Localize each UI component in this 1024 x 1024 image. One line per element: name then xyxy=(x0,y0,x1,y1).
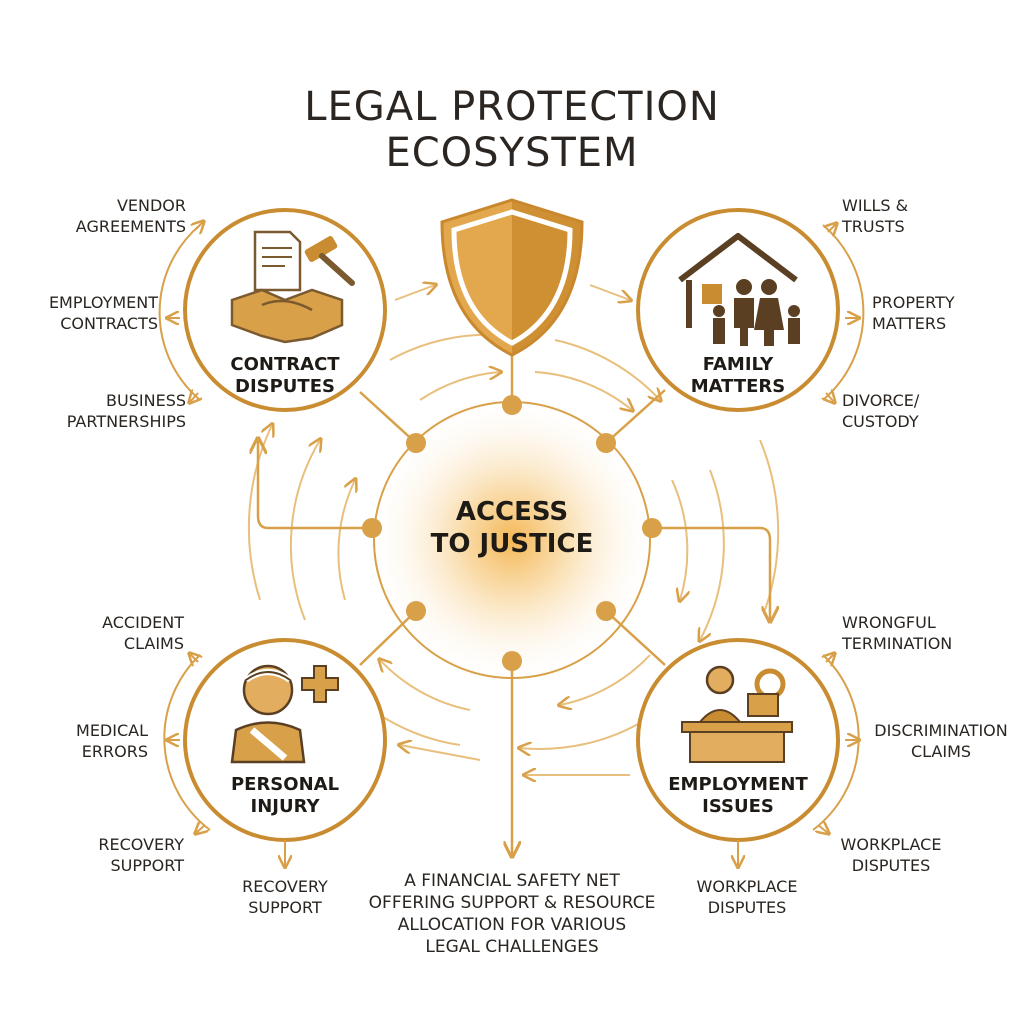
hub-label-injury: PERSONAL INJURY xyxy=(230,774,340,817)
item-divorce-custody: DIVORCE/CUSTODY xyxy=(842,391,920,431)
center-label-line-2: TO JUSTICE xyxy=(430,529,594,559)
injured-person-icon xyxy=(230,664,339,764)
caption: A FINANCIAL SAFETY NET OFFERING SUPPORT … xyxy=(368,871,656,957)
hub-label-employment: EMPLOYMENT ISSUES xyxy=(668,774,808,817)
ring-dots xyxy=(362,395,662,671)
hub-label-contract: CONTRACT DISPUTES xyxy=(230,354,340,397)
center-label-line-1: ACCESS xyxy=(455,497,569,527)
hub-connectors xyxy=(258,350,770,855)
center-glow xyxy=(362,390,662,690)
family-house-icon xyxy=(678,233,800,346)
item-wills-trusts: WILLS &TRUSTS xyxy=(842,196,909,236)
outer-item-arcs xyxy=(158,222,865,866)
page-title-continued: ECOSYSTEM xyxy=(0,130,1024,176)
hub-label-family: FAMILY MATTERS xyxy=(690,354,786,397)
center-label: ACCESS TO JUSTICE xyxy=(392,496,632,560)
handshake-contract-gavel-icon xyxy=(230,230,355,344)
shield-icon xyxy=(440,198,584,357)
title-line-1: LEGAL PROTECTION xyxy=(304,84,720,130)
title-line-2: ECOSYSTEM xyxy=(385,130,639,176)
office-worker-desk-icon xyxy=(681,665,793,763)
page-title: LEGAL PROTECTION xyxy=(0,84,1024,130)
